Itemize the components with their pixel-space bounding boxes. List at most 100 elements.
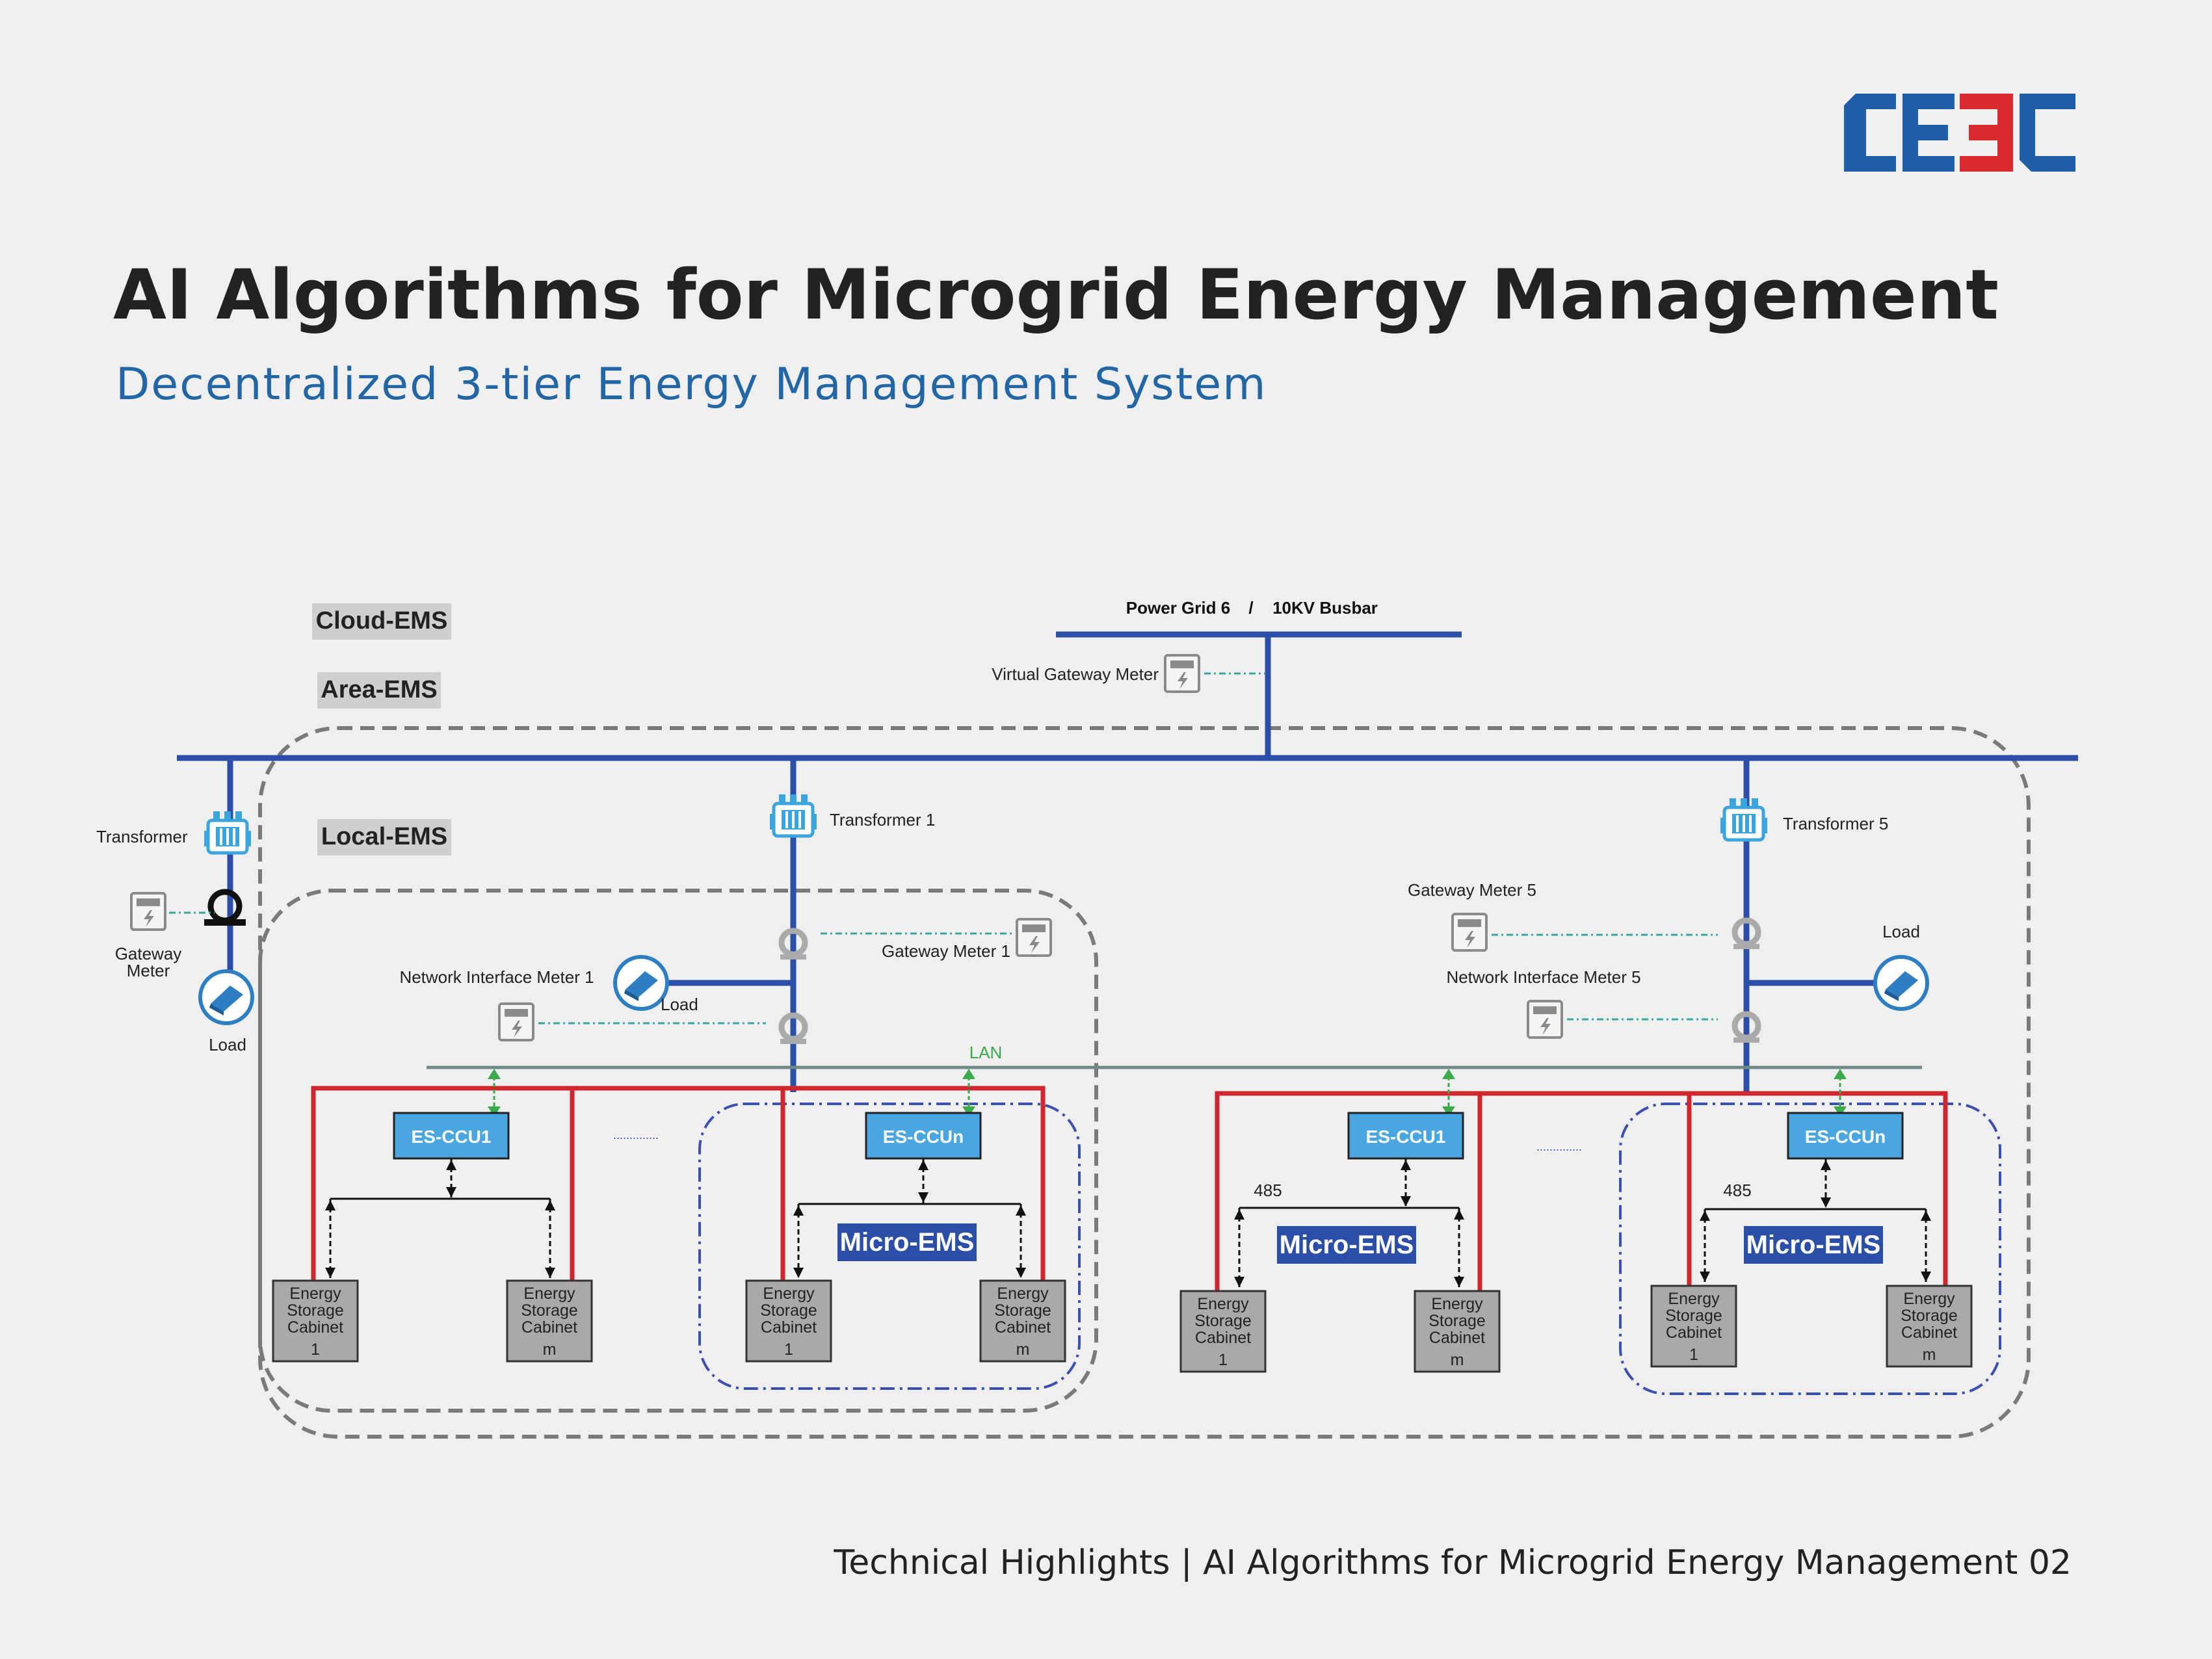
svg-text:Storage: Storage bbox=[1194, 1312, 1252, 1330]
local-ems-label: Local-EMS bbox=[321, 823, 447, 850]
cabinet-s5-c: Energy Storage Cabinet 1 bbox=[1650, 1285, 1737, 1368]
gateway-meter-5-label: Gateway Meter 5 bbox=[1408, 880, 1536, 900]
svg-text:Energy: Energy bbox=[1903, 1290, 1955, 1308]
svg-text:Energy: Energy bbox=[289, 1285, 341, 1303]
lan-arrows bbox=[488, 1069, 1847, 1117]
site5-micro-ems-box-b bbox=[1744, 1226, 1883, 1264]
comm-arrowheads bbox=[325, 1160, 1931, 1287]
site5-ellipsis: .............. bbox=[1536, 1140, 1582, 1153]
svg-text:Cabinet: Cabinet bbox=[287, 1318, 343, 1337]
footer-text: Technical Highlights | AI Algorithms for… bbox=[834, 1543, 2072, 1582]
svg-text:Storage: Storage bbox=[760, 1301, 817, 1320]
site5-es-ccun-box bbox=[1787, 1112, 1904, 1160]
site1-ellipsis: .............. bbox=[613, 1129, 659, 1142]
site1-load-label: Load bbox=[661, 995, 698, 1014]
busbar-separator: / bbox=[1248, 598, 1253, 618]
svg-text:Energy: Energy bbox=[523, 1285, 575, 1303]
cloud-ems-label-bg bbox=[312, 603, 451, 640]
transformer-1-icon bbox=[770, 794, 817, 836]
svg-text:Cabinet: Cabinet bbox=[521, 1318, 577, 1337]
comm-trees bbox=[329, 1158, 1927, 1287]
svg-text:m: m bbox=[1016, 1340, 1030, 1359]
transformer-1-label: Transformer 1 bbox=[830, 810, 935, 830]
cabinet-s1-a: Energy Storage Cabinet 1 bbox=[272, 1279, 359, 1363]
site5-es-ccu1-label: ES-CCU1 bbox=[1366, 1127, 1446, 1147]
site1-es-ccun-box bbox=[865, 1112, 982, 1160]
svg-text:1: 1 bbox=[1689, 1346, 1698, 1364]
svg-text:Storage: Storage bbox=[287, 1301, 344, 1320]
site5-load-icon bbox=[1875, 957, 1927, 1009]
svg-text:Cabinet: Cabinet bbox=[1666, 1324, 1722, 1342]
network-interface-meter-5-icon bbox=[1527, 1000, 1563, 1039]
virtual-gateway-meter-label: Virtual Gateway Meter bbox=[992, 664, 1159, 684]
cabinet-s5-d: Energy Storage Cabinet m bbox=[1886, 1285, 1973, 1368]
busbar-label: 10KV Busbar bbox=[1272, 598, 1378, 618]
svg-text:Storage: Storage bbox=[994, 1301, 1051, 1320]
svg-text:Energy: Energy bbox=[1431, 1295, 1483, 1313]
network-interface-meter-1-label: Network Interface Meter 1 bbox=[399, 967, 594, 987]
network-interface-meter-5-label: Network Interface Meter 5 bbox=[1446, 967, 1640, 987]
svg-text:Storage: Storage bbox=[1901, 1307, 1958, 1325]
cabinet-s5-b: Energy Storage Cabinet m bbox=[1414, 1290, 1501, 1373]
transformer-5-icon bbox=[1720, 798, 1767, 840]
site5-485-label-b: 485 bbox=[1723, 1181, 1751, 1200]
svg-text:Storage: Storage bbox=[1429, 1312, 1486, 1330]
site5-micro-ems-box-a bbox=[1277, 1226, 1416, 1264]
svg-text:Energy: Energy bbox=[1197, 1295, 1249, 1313]
site1-load-icon bbox=[615, 957, 667, 1009]
site5-es-ccun-label: ES-CCUn bbox=[1805, 1127, 1886, 1147]
area-ems-label-bg bbox=[317, 672, 441, 709]
svg-text:Energy: Energy bbox=[1668, 1290, 1720, 1308]
site5-red-bus bbox=[1215, 1091, 1948, 1291]
svg-text:Cabinet: Cabinet bbox=[1901, 1324, 1957, 1342]
svg-text:Storage: Storage bbox=[1665, 1307, 1722, 1325]
transformer-5-label: Transformer 5 bbox=[1783, 814, 1888, 833]
left-load-icon bbox=[200, 971, 252, 1023]
page-subtitle: Decentralized 3-tier Energy Management S… bbox=[116, 359, 1267, 410]
lan-label: LAN bbox=[969, 1043, 1003, 1062]
site1-es-ccu1-label: ES-CCU1 bbox=[412, 1127, 492, 1147]
svg-text:Energy: Energy bbox=[763, 1285, 815, 1303]
gateway-meter-5-icon bbox=[1451, 913, 1488, 952]
site5-micro-ems-label-b: Micro-EMS bbox=[1746, 1231, 1881, 1259]
svg-text:Energy: Energy bbox=[997, 1285, 1049, 1303]
transformer-icon bbox=[204, 811, 251, 853]
breaker-icon bbox=[204, 889, 246, 926]
gateway-meter-label-2: Meter bbox=[127, 961, 170, 980]
power-grid-label: Power Grid 6 bbox=[1126, 598, 1230, 618]
svg-text:Cabinet: Cabinet bbox=[995, 1318, 1051, 1337]
left-load-label: Load bbox=[209, 1035, 246, 1054]
site1-micro-ems-label: Micro-EMS bbox=[840, 1228, 975, 1257]
site5-es-ccu1-box bbox=[1347, 1112, 1464, 1160]
svg-text:m: m bbox=[543, 1340, 557, 1359]
svg-text:1: 1 bbox=[1218, 1351, 1228, 1369]
site1-es-ccun-label: ES-CCUn bbox=[883, 1127, 964, 1147]
site1-micro-ems-box bbox=[837, 1223, 977, 1261]
site1-red-bus bbox=[311, 1086, 1046, 1282]
site5-485-label-a: 485 bbox=[1254, 1181, 1282, 1200]
svg-text:1: 1 bbox=[784, 1340, 793, 1359]
ceec-logo bbox=[1844, 94, 2075, 172]
area-ems-label: Area-EMS bbox=[321, 676, 438, 703]
svg-text:Cabinet: Cabinet bbox=[761, 1318, 817, 1337]
svg-text:1: 1 bbox=[311, 1340, 320, 1359]
left-transformer-label: Transformer bbox=[96, 827, 188, 846]
site5-load-label: Load bbox=[1882, 922, 1920, 941]
local-ems-label-bg bbox=[317, 819, 451, 856]
gateway-meter-icon bbox=[130, 892, 166, 931]
site5-micro-ems-boundary bbox=[1619, 1103, 2001, 1395]
svg-text:m: m bbox=[1451, 1351, 1464, 1369]
cabinet-s1-c: Energy Storage Cabinet 1 bbox=[745, 1279, 832, 1363]
cabinet-s1-b: Energy Storage Cabinet m bbox=[506, 1279, 593, 1363]
gateway-meter-1-label: Gateway Meter 1 bbox=[882, 941, 1010, 961]
virtual-gateway-meter-icon bbox=[1164, 654, 1200, 693]
page-title: AI Algorithms for Microgrid Energy Manag… bbox=[113, 255, 1999, 335]
svg-text:m: m bbox=[1923, 1346, 1936, 1364]
svg-text:Cabinet: Cabinet bbox=[1429, 1329, 1485, 1347]
network-interface-meter-1-icon bbox=[498, 1002, 534, 1041]
cabinet-s5-a: Energy Storage Cabinet 1 bbox=[1179, 1290, 1267, 1373]
cabinet-s1-d: Energy Storage Cabinet m bbox=[979, 1279, 1066, 1363]
svg-text:Cabinet: Cabinet bbox=[1195, 1329, 1251, 1347]
